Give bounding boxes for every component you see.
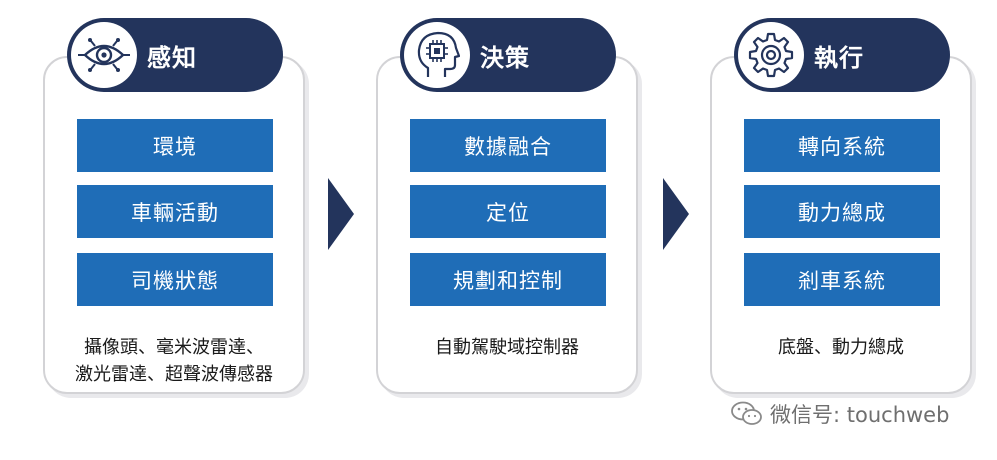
caption-line: 激光雷達、超聲波傳感器 <box>75 364 273 385</box>
stage-title: 決策 <box>480 42 530 72</box>
stage-item: 剎車系統 <box>744 253 940 306</box>
wechat-icon <box>731 401 762 425</box>
stage-item: 轉向系統 <box>744 119 940 172</box>
eye-circuit-icon <box>71 22 137 88</box>
stage-header: 感知 <box>67 18 283 92</box>
stage-item: 數據融合 <box>410 119 606 172</box>
stage-item: 司機狀態 <box>77 253 273 306</box>
stage-execution: 執行 轉向系統 動力總成 剎車系統 底盤、動力總成 <box>710 18 980 413</box>
stage-decision: 決策 數據融合 定位 規劃和控制 自動駕駛域控制器 <box>376 18 646 413</box>
caption-line: 底盤、動力總成 <box>778 337 904 358</box>
stage-item: 車輛活動 <box>77 185 273 238</box>
stage-item: 規劃和控制 <box>410 253 606 306</box>
stage-item: 環境 <box>77 119 273 172</box>
watermark: 微信号: touchweb <box>730 398 949 430</box>
stage-header: 決策 <box>400 18 616 92</box>
flow-arrow <box>328 178 354 250</box>
stage-caption: 攝像頭、毫米波雷達、 激光雷達、超聲波傳感器 <box>51 334 297 388</box>
stage-item: 定位 <box>410 185 606 238</box>
stage-title: 執行 <box>814 42 864 72</box>
stage-title: 感知 <box>147 42 197 72</box>
caption-line: 自動駕駛域控制器 <box>435 337 579 358</box>
stage-caption: 自動駕駛域控制器 <box>384 334 630 361</box>
stage-item: 動力總成 <box>744 185 940 238</box>
watermark-text: 微信号: touchweb <box>770 403 950 427</box>
flow-arrow <box>663 178 689 250</box>
stage-caption: 底盤、動力總成 <box>718 334 964 361</box>
stage-header: 執行 <box>734 18 950 92</box>
stage-perception: 感知 環境 車輛活動 司機狀態 攝像頭、毫米波雷達、 激光雷達、超聲波傳感器 <box>43 18 313 413</box>
gear-icon <box>738 22 804 88</box>
caption-line: 攝像頭、毫米波雷達、 <box>84 337 264 358</box>
head-chip-icon <box>404 22 470 88</box>
